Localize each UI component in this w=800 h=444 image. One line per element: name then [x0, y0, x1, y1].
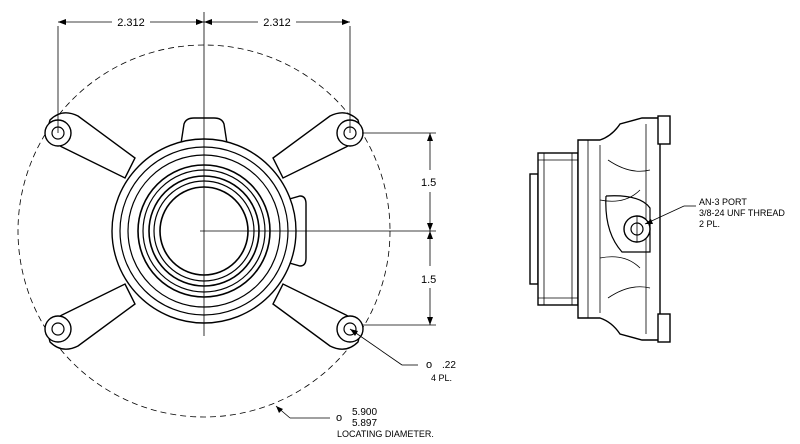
- vertical-dimensions: 1.5 1.5: [421, 133, 436, 325]
- port-callout: AN-3 PORT 3/8-24 UNF THREAD 2 PL.: [644, 197, 785, 229]
- hole-callout: o .22 4 PL.: [349, 328, 456, 383]
- dim-upper-vertical: 1.5: [421, 177, 436, 189]
- locating-symbol: o: [336, 412, 342, 424]
- locating-upper: 5.900: [352, 407, 377, 418]
- center-lines: [57, 12, 436, 336]
- port-line-3: 2 PL.: [699, 219, 720, 229]
- locating-callout: o 5.900 5.897 LOCATING DIAMETER.: [275, 405, 434, 439]
- horizontal-dimensions: 2.312 2.312: [58, 17, 350, 29]
- locating-lower: 5.897: [352, 418, 377, 429]
- locating-label: LOCATING DIAMETER.: [337, 429, 434, 439]
- hole-count: 4 PL.: [431, 373, 452, 383]
- port-line-2: 3/8-24 UNF THREAD: [699, 208, 785, 218]
- dim-left-half: 2.312: [117, 17, 145, 29]
- port-line-1: AN-3 PORT: [699, 197, 747, 207]
- dim-lower-vertical: 1.5: [421, 274, 436, 286]
- side-view: AN-3 PORT 3/8-24 UNF THREAD 2 PL.: [529, 115, 785, 343]
- hole-diameter-value: .22: [442, 360, 456, 371]
- hole-diameter-symbol: o: [426, 359, 432, 371]
- front-view: 2.312 2.312 1.5 1.5 o .22 4 PL.: [17, 12, 456, 439]
- dim-right-half: 2.312: [263, 17, 291, 29]
